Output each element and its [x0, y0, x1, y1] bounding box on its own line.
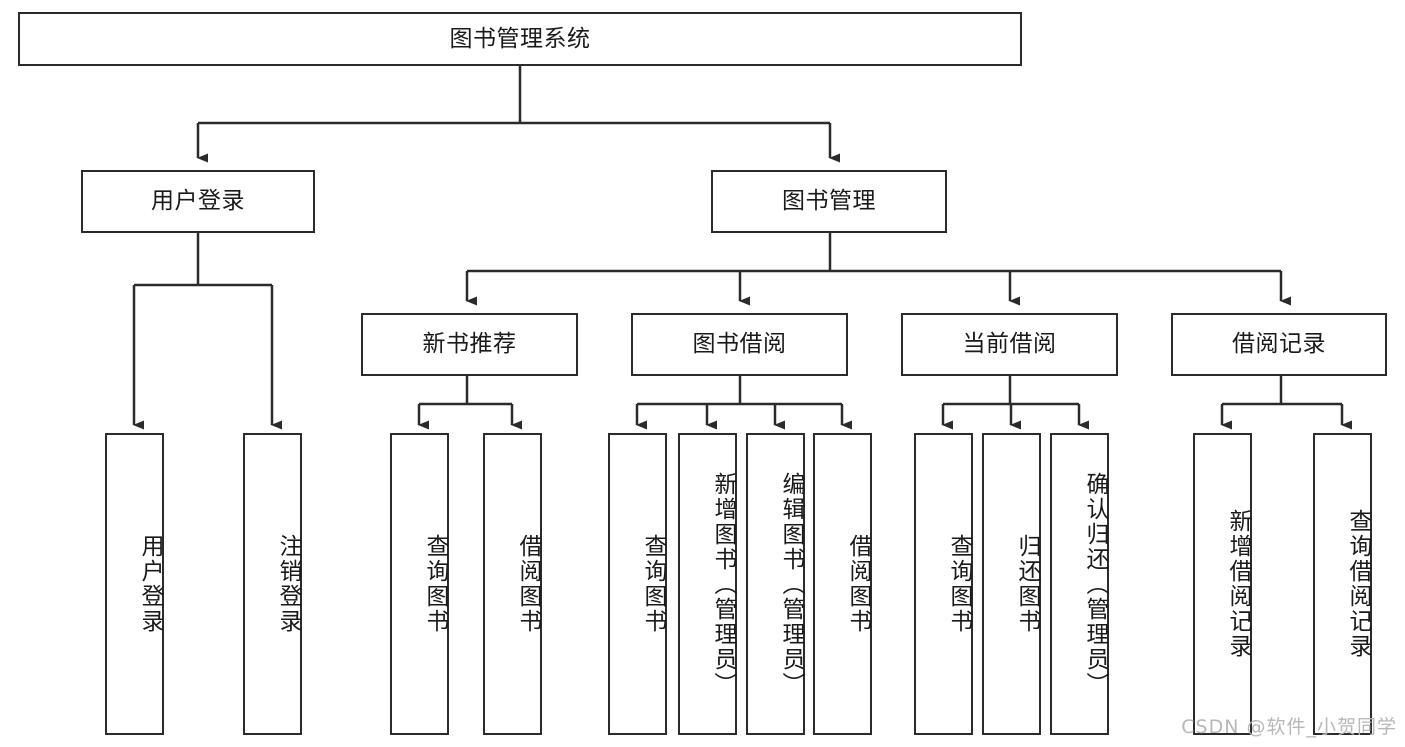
node-leaf-user-login-label: 用户登录 — [137, 534, 163, 634]
node-user-login[interactable]: 用户登录 — [81, 170, 315, 233]
node-book-management[interactable]: 图书管理 — [711, 170, 947, 233]
node-borrow-record-label: 借阅记录 — [1232, 331, 1326, 358]
node-leaf-borrow-book-2-label: 借阅图书 — [845, 534, 871, 634]
node-leaf-add-book[interactable]: 新增图书（管理员） — [678, 433, 737, 735]
node-leaf-query-record-label: 查询借阅记录 — [1345, 509, 1371, 659]
node-leaf-query-book-1-label: 查询图书 — [422, 534, 448, 634]
node-root-label: 图书管理系统 — [449, 25, 591, 52]
node-leaf-borrow-book-1-label: 借阅图书 — [515, 534, 541, 634]
node-leaf-logout-login-label: 注销登录 — [275, 534, 301, 634]
node-leaf-query-book-2[interactable]: 查询图书 — [608, 433, 667, 735]
node-leaf-confirm-return[interactable]: 确认归还（管理员） — [1050, 433, 1109, 735]
node-leaf-return-book-label: 归还图书 — [1014, 534, 1040, 634]
node-leaf-query-book-3-label: 查询图书 — [946, 534, 972, 634]
node-current-borrow[interactable]: 当前借阅 — [901, 313, 1118, 376]
node-book-borrow-label: 图书借阅 — [692, 331, 787, 358]
node-leaf-borrow-book-1[interactable]: 借阅图书 — [483, 433, 542, 735]
node-leaf-query-book-1[interactable]: 查询图书 — [390, 433, 449, 735]
node-leaf-add-record-label: 新增借阅记录 — [1225, 509, 1251, 659]
node-leaf-return-book[interactable]: 归还图书 — [982, 433, 1041, 735]
node-leaf-confirm-return-label: 确认归还（管理员） — [1082, 471, 1108, 697]
node-leaf-query-record[interactable]: 查询借阅记录 — [1313, 433, 1372, 735]
node-leaf-add-record[interactable]: 新增借阅记录 — [1193, 433, 1252, 735]
node-book-borrow[interactable]: 图书借阅 — [631, 313, 848, 376]
node-leaf-logout-login[interactable]: 注销登录 — [243, 433, 302, 735]
node-leaf-borrow-book-2[interactable]: 借阅图书 — [813, 433, 872, 735]
node-leaf-query-book-2-label: 查询图书 — [640, 534, 666, 634]
node-leaf-edit-book-label: 编辑图书（管理员） — [778, 471, 804, 697]
node-borrow-record[interactable]: 借阅记录 — [1171, 313, 1387, 376]
node-new-book-recommend-label: 新书推荐 — [422, 331, 517, 358]
node-new-book-recommend[interactable]: 新书推荐 — [361, 313, 578, 376]
node-leaf-query-book-3[interactable]: 查询图书 — [914, 433, 973, 735]
node-root[interactable]: 图书管理系统 — [18, 12, 1022, 66]
node-user-login-label: 用户登录 — [151, 188, 245, 215]
node-current-borrow-label: 当前借阅 — [962, 331, 1057, 358]
node-book-management-label: 图书管理 — [782, 188, 876, 215]
node-leaf-edit-book[interactable]: 编辑图书（管理员） — [746, 433, 805, 735]
node-leaf-user-login[interactable]: 用户登录 — [105, 433, 164, 735]
watermark: CSDN @软件_小贺同学 — [1181, 716, 1397, 738]
node-leaf-add-book-label: 新增图书（管理员） — [710, 471, 736, 697]
